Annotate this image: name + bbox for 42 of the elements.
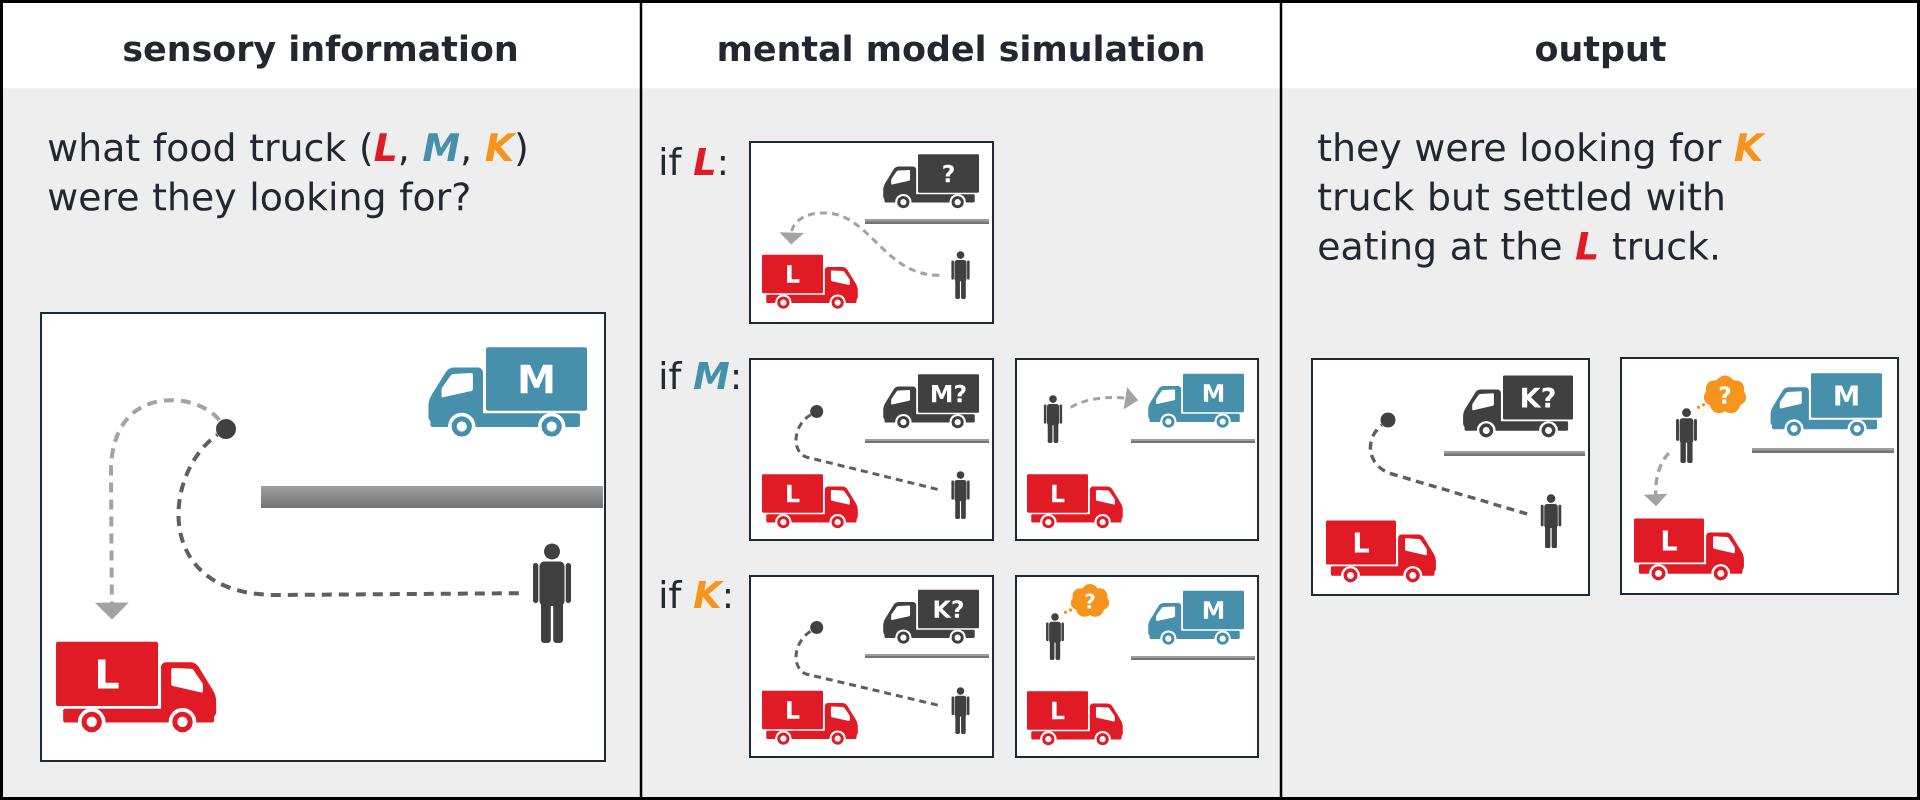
truck: L <box>762 254 858 311</box>
person-icon <box>1046 613 1064 660</box>
truck: ? <box>883 154 979 211</box>
person-icon <box>1540 494 1562 548</box>
dotted-line <box>1696 402 1707 409</box>
row-label: if K: <box>661 580 730 608</box>
truck: M <box>1148 590 1244 647</box>
dashed-line <box>794 629 939 707</box>
person-icon <box>1676 408 1697 463</box>
truck: M <box>1770 373 1882 439</box>
thought-cloud: ? <box>1070 584 1110 617</box>
column-heading: mental model simulation <box>719 34 1203 62</box>
truck: M <box>428 347 587 441</box>
person-icon <box>533 543 571 643</box>
truck: L <box>56 641 217 736</box>
truck: K? <box>1463 375 1573 440</box>
dashed-line <box>1368 423 1528 516</box>
row-label: if M: <box>661 361 738 389</box>
row-label: if L: <box>661 147 725 175</box>
body-text: what food truck (L, M, K) were they looking for? <box>48 132 526 219</box>
truck: L <box>1326 520 1436 585</box>
dashed-line <box>176 433 519 597</box>
dashed-line <box>794 413 938 491</box>
dotted-line <box>1063 607 1074 614</box>
column-heading: sensory information <box>124 34 516 69</box>
truck: M? <box>883 374 979 431</box>
person-icon <box>1043 395 1063 443</box>
body-text: they were looking for K truck but settled with eating at the L truck. <box>1318 132 1766 268</box>
thought-cloud: ? <box>1703 375 1747 414</box>
person-icon <box>951 687 970 734</box>
truck: L <box>762 690 858 747</box>
truck: L <box>762 474 858 531</box>
truck: L <box>1027 474 1123 531</box>
truck: L <box>1027 691 1123 748</box>
dot <box>216 419 236 439</box>
truck: M <box>1148 373 1244 430</box>
truck: K? <box>883 589 979 646</box>
person-icon <box>951 251 970 299</box>
truck: L <box>1634 518 1744 583</box>
person-icon <box>951 471 970 519</box>
column-heading: output <box>1536 36 1666 69</box>
dot <box>1380 412 1396 428</box>
